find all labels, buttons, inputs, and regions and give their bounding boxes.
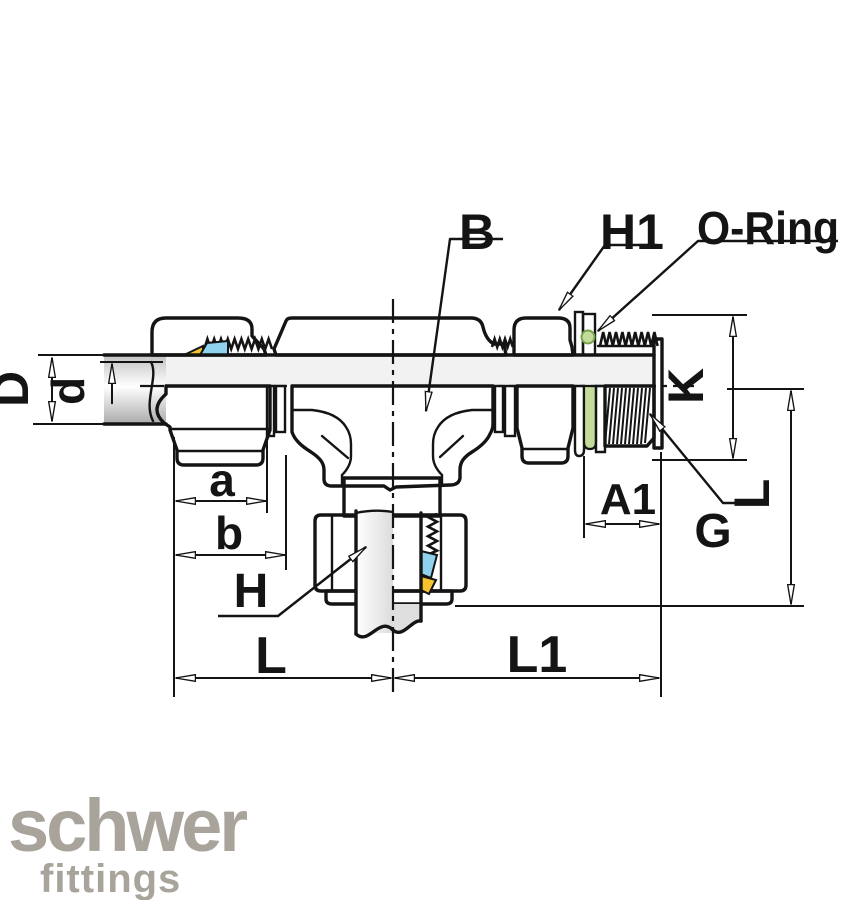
label-a: a bbox=[209, 454, 235, 506]
branch-tube-top-edge bbox=[354, 509, 395, 515]
tee-body-bottom bbox=[290, 384, 495, 492]
dimension-lines bbox=[33, 314, 804, 697]
body-top bbox=[272, 316, 508, 357]
bulkhead-flange-bottom bbox=[573, 384, 586, 458]
branch-nut bbox=[313, 513, 468, 593]
bore-wall-left bbox=[290, 408, 353, 488]
leader-H1 bbox=[558, 243, 657, 310]
label-A1: A1 bbox=[600, 475, 656, 524]
washer-left-2 bbox=[274, 384, 287, 434]
male-thread-hatch bbox=[604, 387, 651, 445]
label-O-ring: O-Ring bbox=[697, 202, 839, 254]
washer-right-1 bbox=[493, 384, 505, 434]
o-ring-band bbox=[582, 384, 598, 451]
leader-lines bbox=[218, 237, 838, 618]
label-L: L bbox=[255, 627, 287, 685]
label-d: d bbox=[42, 377, 94, 405]
label-K: K bbox=[658, 368, 714, 404]
dim-Lside-extensions bbox=[455, 388, 804, 607]
label-G: G bbox=[694, 505, 731, 558]
labels: B H1 O-Ring D d K L a b A1 G H L L1 bbox=[0, 202, 839, 685]
left-nut-bottom bbox=[155, 384, 272, 467]
bore-interior bbox=[104, 356, 654, 385]
branch-thread bbox=[424, 512, 440, 556]
branch-tube-front bbox=[356, 512, 393, 633]
dim-ab-extensions bbox=[173, 437, 287, 697]
brand-logo: schwer fittings bbox=[8, 784, 250, 900]
branch-tube-break-1 bbox=[354, 624, 395, 639]
port-end-face bbox=[652, 337, 664, 450]
centerlines bbox=[140, 299, 694, 696]
bore-wall-right bbox=[431, 408, 495, 488]
locknut-h1-bottom bbox=[515, 384, 575, 465]
label-H1: H1 bbox=[600, 204, 664, 260]
ferrule-blue-branch bbox=[420, 549, 439, 580]
label-D: D bbox=[0, 371, 39, 407]
label-B: B bbox=[459, 204, 495, 260]
ferrule-blue-left bbox=[198, 339, 229, 356]
washer-right-2 bbox=[503, 384, 517, 438]
label-L1: L1 bbox=[507, 626, 568, 684]
label-H: H bbox=[234, 565, 269, 618]
tube-surface-break bbox=[148, 360, 155, 423]
branch-tube-back bbox=[393, 604, 421, 632]
dim-D-extensions bbox=[33, 354, 104, 425]
locknut-h1-top bbox=[512, 316, 575, 357]
chamfer-line-left bbox=[320, 434, 350, 460]
leader-G bbox=[649, 414, 768, 505]
left-nut-top bbox=[150, 316, 268, 357]
chamfer-line-right bbox=[438, 434, 465, 459]
label-b: b bbox=[215, 507, 243, 559]
leader-B bbox=[426, 237, 503, 411]
fitting-body bbox=[102, 310, 664, 639]
leader-O-ring bbox=[598, 239, 838, 331]
label-L-side: L bbox=[724, 479, 780, 510]
thread-middle bbox=[490, 334, 515, 352]
o-ring-section-dot bbox=[580, 329, 596, 345]
leader-H bbox=[218, 546, 366, 618]
branch-nut-skirt bbox=[324, 589, 454, 606]
dim-K-extensions bbox=[652, 314, 747, 461]
logo-brand-text: schwer bbox=[8, 784, 247, 867]
logo-sub-text: fittings bbox=[40, 857, 181, 900]
thread-right-male bbox=[598, 331, 659, 347]
branch-tube-break-2 bbox=[391, 619, 423, 634]
